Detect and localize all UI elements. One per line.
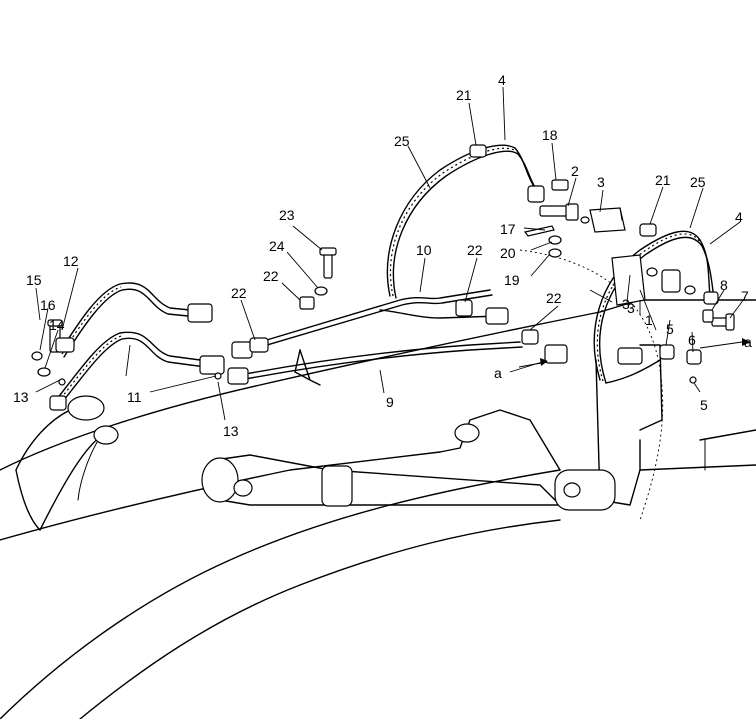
- callout-5a: 5: [666, 321, 674, 337]
- callout-3b: 3: [622, 296, 630, 312]
- callout-18: 18: [542, 127, 558, 143]
- callout-13b: 13: [223, 423, 239, 439]
- callout-21a: 21: [456, 87, 472, 103]
- callout-23: 23: [279, 207, 295, 223]
- boom-structure: [0, 249, 756, 719]
- callout-22c: 22: [467, 242, 483, 258]
- callout-21b: 21: [655, 172, 671, 188]
- callout-22d: 22: [546, 290, 562, 306]
- callout-3c: 3: [627, 300, 635, 316]
- callout-12: 12: [63, 253, 79, 269]
- callout-8: 8: [720, 277, 728, 293]
- callout-17: 17: [500, 221, 516, 237]
- callout-14: 14: [49, 317, 65, 333]
- callout-20: 20: [500, 245, 516, 261]
- callout-16: 16: [40, 297, 56, 313]
- callout-22a: 22: [231, 285, 247, 301]
- callout-1: 1: [645, 312, 653, 328]
- callout-22b: 22: [263, 268, 279, 284]
- callout-19: 19: [504, 272, 520, 288]
- callout-25b: 25: [690, 174, 706, 190]
- callout-3a: 3: [597, 174, 605, 190]
- callout-11: 11: [127, 389, 142, 405]
- callout-25a: 25: [394, 133, 410, 149]
- callout-13a: 13: [13, 389, 29, 405]
- callout-7: 7: [741, 288, 749, 304]
- callout-a-arrow-right: a: [744, 334, 752, 350]
- callout-a-arrow-left: a: [494, 365, 502, 381]
- callout-10: 10: [416, 242, 432, 258]
- callout-labels: 1 2 3 3 3 4 4 5 5 6 7 8 9 10 11 12 13 13…: [13, 72, 752, 439]
- callout-4a: 4: [498, 72, 506, 88]
- callout-6: 6: [688, 332, 696, 348]
- callout-2: 2: [571, 163, 579, 179]
- callout-4b: 4: [735, 209, 743, 225]
- callout-5b: 5: [700, 397, 708, 413]
- callout-15: 15: [26, 272, 42, 288]
- callout-24: 24: [269, 238, 285, 254]
- callout-9: 9: [386, 394, 394, 410]
- tubes-and-hoses: [31, 144, 735, 411]
- leader-lines: [35, 86, 750, 421]
